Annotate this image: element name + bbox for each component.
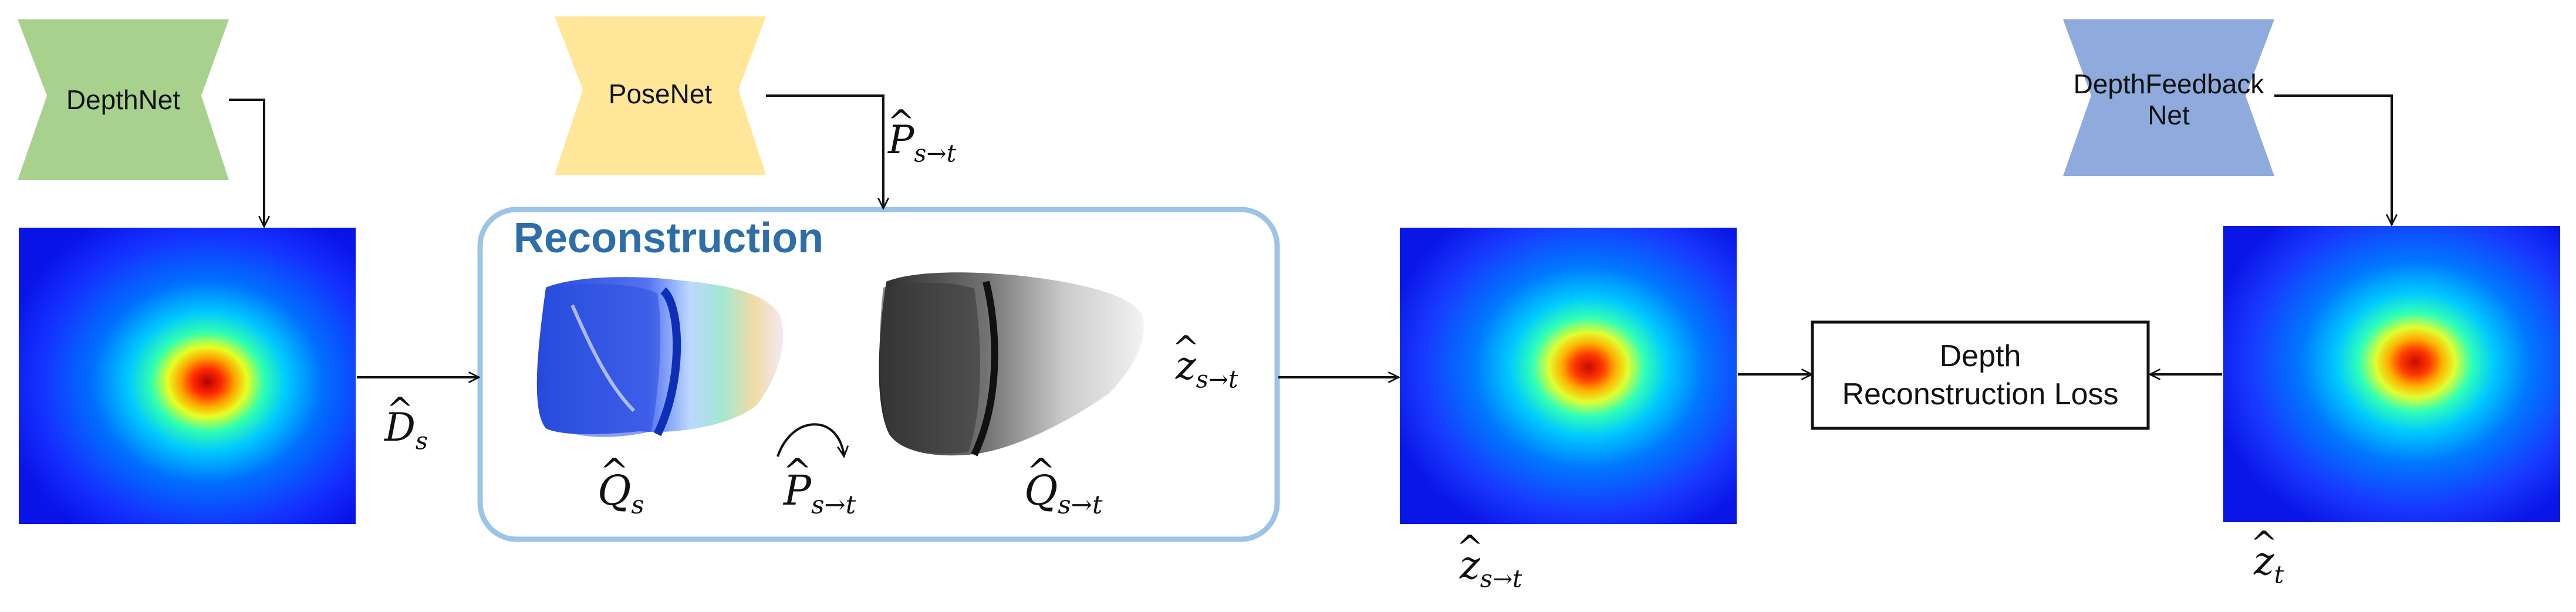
depth-map-source (19, 228, 356, 524)
cloud-source-label: ^Qs (597, 452, 644, 520)
loss-label-line2: Reconstruction Loss (1842, 377, 2119, 411)
cloud-warped-label: ^Qs→t (1024, 452, 1103, 520)
pose-symbol: P (888, 117, 914, 163)
arrow-depthnet-to-depth (229, 99, 264, 226)
depthnet-shape (18, 19, 229, 180)
depth-symbol: D (384, 405, 416, 450)
depth-warped-bottom-symbol: z (1460, 543, 1480, 588)
depthnet-label: DepthNet (66, 84, 181, 115)
cloud-source-subscript: s (631, 491, 644, 520)
depth-source-label: ^Ds (384, 391, 428, 455)
depth-target-symbol: z (2254, 539, 2274, 584)
depth-warped-mid-symbol: z (1176, 343, 1196, 388)
depth-target-label: ^zt (2250, 525, 2284, 589)
loss-box (1811, 320, 2150, 430)
point-cloud-source (536, 277, 784, 437)
depthfeedbacknet-label-line1: DepthFeedback (2073, 69, 2264, 100)
transform-arrow (776, 423, 844, 457)
posenet-shape (555, 16, 766, 175)
pose-subscript: s→t (914, 139, 957, 168)
depth-warped-bottom-subscript: s→t (1480, 564, 1522, 593)
posenet-label: PoseNet (608, 78, 713, 109)
loss-label: Depth Reconstruction Loss (1812, 322, 2148, 428)
depth-target-subscript: t (2274, 560, 2284, 589)
arrow-depthfeedbacknet-to-depth (2274, 94, 2392, 225)
pose-inner-symbol: P (784, 466, 812, 515)
loss-label-line1: Depth (1939, 339, 2021, 373)
depth-warped-label-bottom: ^zs→t (1456, 529, 1522, 593)
depthfeedbacknet-label-line2: Net (2148, 100, 2190, 130)
depth-warped-mid-subscript: s→t (1196, 365, 1238, 394)
point-cloud-warped (879, 272, 1144, 457)
arrow-posenet-to-reconstruction (766, 94, 883, 208)
pose-label-top: ^Ps→t (887, 103, 957, 168)
depthfeedbacknet-label: DepthFeedback Net (2063, 56, 2274, 144)
depth-map-warped (1400, 228, 1737, 524)
depth-warped-label-mid: ^zs→t (1171, 329, 1238, 394)
cloud-warped-symbol: Q (1024, 466, 1058, 515)
pose-label-inner: ^Ps→t (782, 452, 856, 520)
depth-map-target (2223, 226, 2560, 522)
reconstruction-title: Reconstruction (514, 215, 824, 262)
pose-inner-subscript: s→t (811, 491, 856, 520)
depthfeedbacknet-shape (2063, 19, 2274, 176)
cloud-warped-subscript: s→t (1058, 491, 1103, 520)
cloud-source-symbol: Q (597, 466, 632, 515)
depth-subscript: s (415, 427, 428, 455)
